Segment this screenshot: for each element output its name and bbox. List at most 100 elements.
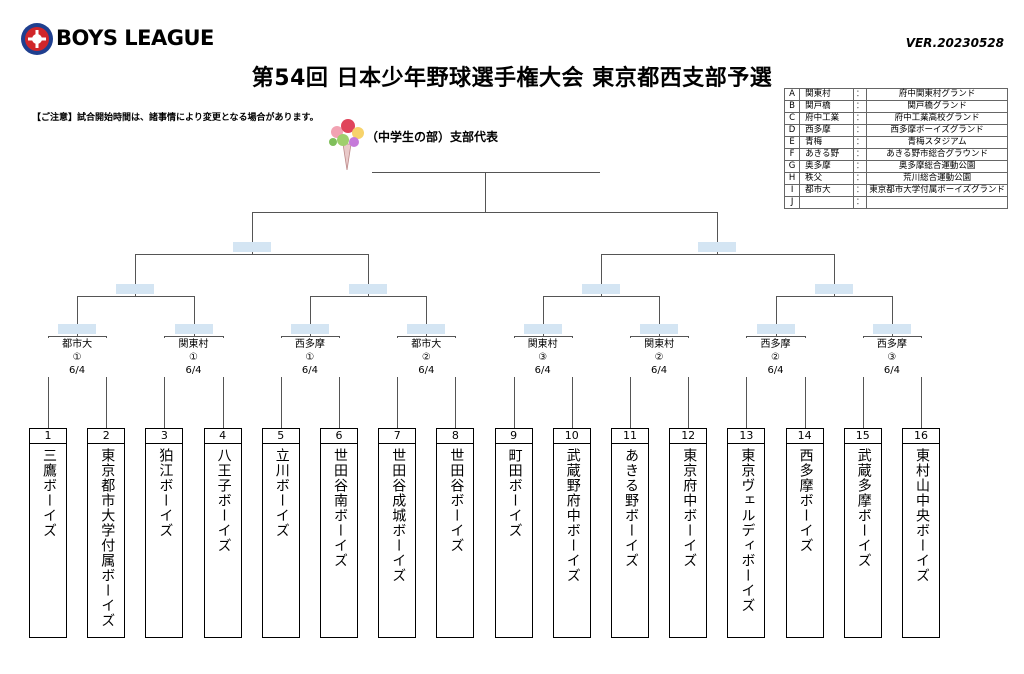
team-number: 2 bbox=[88, 429, 125, 444]
team-number: 1 bbox=[30, 429, 66, 444]
bracket-line bbox=[862, 336, 922, 337]
match-game: ③ bbox=[887, 352, 897, 363]
bracket-line bbox=[746, 336, 748, 428]
bracket-line bbox=[309, 296, 311, 336]
team-entry: 13 東京ヴェルディボーイズ bbox=[727, 428, 766, 638]
team-name: 武蔵多摩ボーイズ bbox=[855, 448, 872, 568]
team-number: 3 bbox=[146, 429, 183, 444]
venue-sep: ： bbox=[853, 160, 867, 173]
score-slot bbox=[698, 242, 737, 252]
team-name: あきる野ボーイズ bbox=[623, 448, 639, 568]
team-name: 西多摩ボーイズ bbox=[797, 448, 814, 553]
team-number: 15 bbox=[844, 429, 881, 444]
bracket-line bbox=[862, 336, 864, 428]
venue-key: B bbox=[783, 100, 801, 113]
team-name: 世田谷ボーイズ bbox=[448, 448, 465, 553]
team-name: 八王子ボーイズ bbox=[215, 448, 232, 553]
team-entry: 7 世田谷成城ボーイズ bbox=[378, 428, 417, 638]
team-name: 三鷹ボーイズ bbox=[41, 448, 57, 538]
match-game: ② bbox=[654, 352, 664, 363]
bracket-line bbox=[251, 212, 719, 213]
match-date: 6/4 bbox=[69, 365, 86, 376]
venue-short: 奥多摩 bbox=[799, 160, 854, 173]
team-entry: 9 町田ボーイズ bbox=[494, 428, 533, 638]
match-venue: 関東村 bbox=[644, 339, 675, 350]
bracket-line bbox=[222, 336, 224, 428]
team-entry: 8 世田谷ボーイズ bbox=[436, 428, 475, 638]
venue-key: J bbox=[783, 196, 801, 209]
venue-sep: ： bbox=[853, 148, 867, 161]
team-name: 東京ヴェルディボーイズ bbox=[739, 448, 756, 613]
bracket-line bbox=[164, 336, 224, 337]
team-number: 9 bbox=[495, 429, 532, 444]
team-name: 世田谷成城ボーイズ bbox=[390, 448, 407, 583]
team-number: 4 bbox=[204, 429, 241, 444]
venue-sep: ： bbox=[853, 100, 867, 113]
bracket-line bbox=[484, 172, 486, 212]
venue-row: J： bbox=[783, 196, 1008, 209]
bracket-line bbox=[135, 254, 370, 255]
team-number: 8 bbox=[437, 429, 474, 444]
venue-key: F bbox=[783, 148, 801, 161]
bracket-line bbox=[77, 296, 195, 297]
team-name: 町田ボーイズ bbox=[506, 448, 523, 538]
venue-ground: 府中関東村グランド bbox=[866, 88, 1008, 101]
team-name: 東京都市大学付属ボーイズ bbox=[99, 448, 116, 628]
venue-key: C bbox=[783, 112, 801, 125]
logo-emblem-icon bbox=[21, 23, 53, 55]
bracket-subtitle: （中学生の部）支部代表 bbox=[366, 130, 499, 144]
score-slot bbox=[290, 324, 329, 334]
team-number: 13 bbox=[728, 429, 765, 444]
bracket-line bbox=[542, 296, 544, 336]
bracket-line bbox=[775, 296, 893, 297]
team-number: 7 bbox=[379, 429, 416, 444]
venue-short: 秩父 bbox=[799, 172, 854, 185]
match-game: ① bbox=[189, 352, 198, 363]
venue-sep: ： bbox=[853, 136, 867, 149]
bracket-line bbox=[368, 254, 370, 296]
venue-short: あきる野 bbox=[799, 148, 854, 161]
match-game: ① bbox=[305, 352, 315, 363]
venue-short: 西多摩 bbox=[799, 124, 854, 137]
team-entry: 15 武蔵多摩ボーイズ bbox=[843, 428, 882, 638]
bracket-line bbox=[280, 336, 282, 428]
match-venue: 都市大 bbox=[62, 339, 93, 350]
bracket-line bbox=[775, 296, 777, 336]
score-slot bbox=[58, 324, 97, 334]
match-venue: 西多摩 bbox=[760, 339, 791, 350]
match-game: ① bbox=[72, 352, 82, 363]
venue-short: 関戸橋 bbox=[799, 100, 854, 113]
team-entry: 4 八王子ボーイズ bbox=[203, 428, 242, 638]
bracket-line bbox=[630, 336, 690, 337]
venue-ground: 青梅スタジアム bbox=[866, 136, 1008, 149]
score-slot bbox=[174, 324, 213, 334]
venue-sep: ： bbox=[853, 196, 867, 209]
bracket-line bbox=[48, 336, 108, 337]
bracket-line bbox=[717, 212, 719, 254]
match-game: ③ bbox=[538, 352, 548, 363]
match-venue: 都市大 bbox=[411, 339, 442, 350]
team-number: 10 bbox=[553, 429, 590, 444]
bracket-line bbox=[77, 296, 79, 336]
venue-short: 関東村 bbox=[799, 88, 854, 101]
venue-sep: ： bbox=[853, 172, 867, 185]
venue-ground: 西多摩ボーイズグランド bbox=[866, 124, 1008, 137]
bracket-line bbox=[600, 254, 835, 255]
venue-ground: 荒川総合運動公園 bbox=[866, 172, 1008, 185]
team-number: 6 bbox=[321, 429, 357, 444]
venue-sep: ： bbox=[853, 88, 867, 101]
